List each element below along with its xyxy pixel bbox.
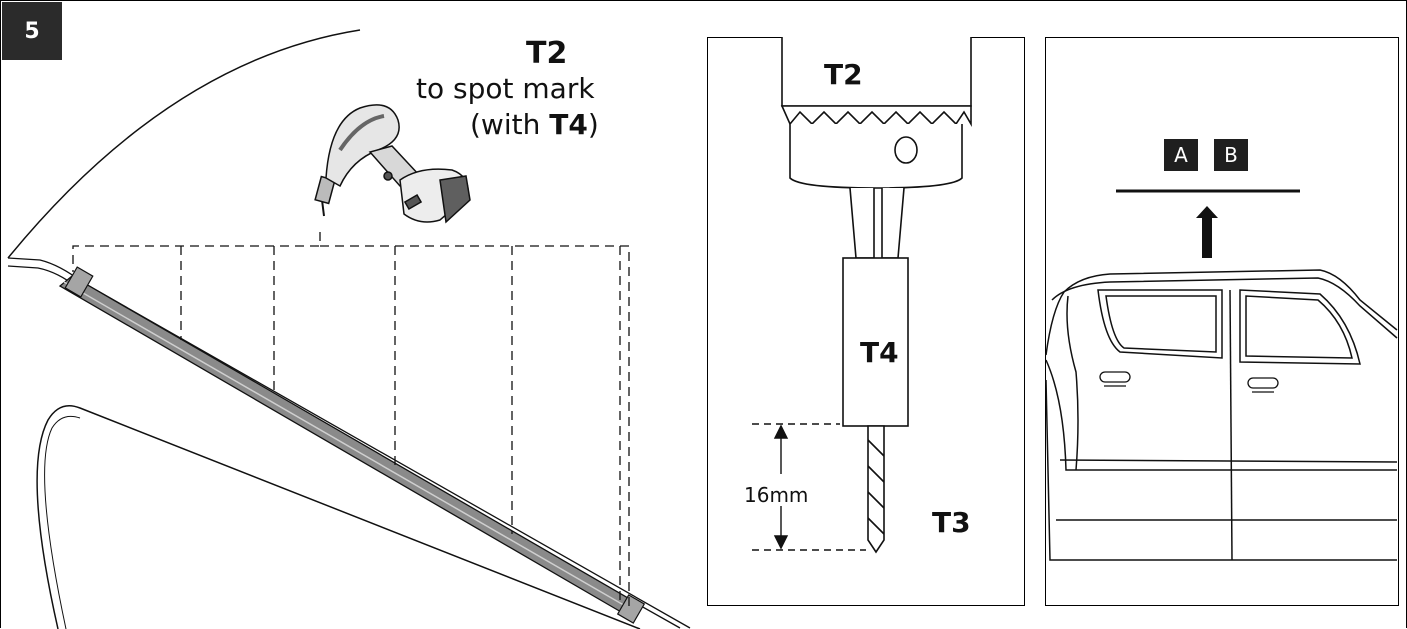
roof-edge-curve [7, 29, 361, 259]
instruction-line2: (with T4) [470, 108, 599, 141]
guide-top-right [320, 245, 630, 606]
cordless-drill-icon [314, 104, 471, 224]
part-badge-b: B [1214, 139, 1248, 171]
step-number-badge: 5 [2, 2, 62, 60]
part-badge-b-label: B [1224, 143, 1238, 167]
roof-rail-illustration [7, 29, 691, 629]
chuck-label-t2: T2 [824, 58, 863, 91]
rail-bar-highlight [63, 281, 635, 612]
sleeve-label-t4: T4 [860, 336, 899, 369]
spot-mark-guides [72, 232, 630, 606]
bit-label-t3: T3 [932, 506, 971, 539]
window-outline [36, 405, 641, 629]
depth-label: 16mm [744, 483, 809, 507]
part-badge-a: A [1164, 139, 1198, 171]
drill-depth-panel [707, 37, 1025, 606]
rail-end-cap-left [64, 266, 94, 298]
instruction-line1: to spot mark [416, 72, 595, 105]
vehicle-orientation-panel [1045, 37, 1399, 606]
window-seal [44, 415, 81, 629]
instruction-tool-t4: T4 [549, 108, 588, 141]
instruction-prefix: (with [470, 108, 550, 141]
part-badge-a-label: A [1174, 143, 1188, 167]
tool-code-t2: T2 [526, 36, 568, 71]
step-number: 5 [24, 18, 40, 44]
rail-end-cap-right [616, 594, 646, 624]
instruction-suffix: ) [587, 108, 599, 141]
guide-top-left [72, 232, 321, 272]
